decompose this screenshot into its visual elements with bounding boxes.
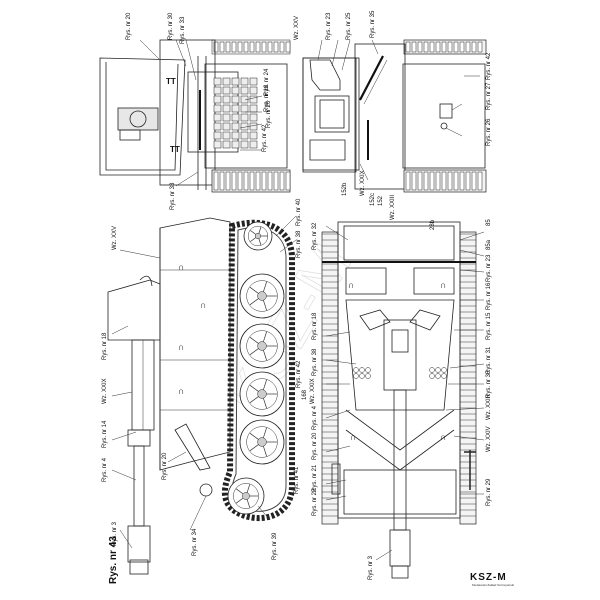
ammunition-racks: [353, 367, 447, 379]
road-wheels: [227, 221, 285, 515]
plan-label-19: Rys. nr 31: [486, 346, 492, 374]
sheet-title: Rys. nr 43: [108, 536, 119, 584]
plan-label-11: Rys. nr 22: [312, 488, 318, 516]
front-label-11: 152: [378, 195, 384, 206]
rear-label-7: Rys. nr 42: [262, 124, 268, 152]
svg-text:∩: ∩: [440, 432, 447, 442]
rear-label-2: Rys. nr 30: [168, 12, 174, 40]
side-view-labels: Wz. XXV Rys. nr 18 Wz. XXIX Rys. nr 14 R…: [102, 198, 302, 560]
side-view-drawing: ∩ ∩ ∩ ∩: [107, 215, 297, 575]
plan-label-12: Rys. nr 3: [368, 555, 374, 580]
side-label-11: Rys. nr 38: [296, 230, 302, 258]
track-links: [405, 171, 483, 191]
front-label-4: Rys. nr 35: [370, 10, 376, 38]
track-links: [405, 41, 483, 53]
front-view-drawing: [302, 39, 487, 193]
rear-label-6: Rys. nr 20: [266, 100, 272, 128]
plan-label-4: Rys. nr 38: [312, 348, 318, 376]
brand-logo: KSZ-M Modelarski Zakład Szczepański: [470, 572, 514, 587]
plan-label-1: Rys. nr 32: [312, 222, 318, 250]
front-label-8: Wz. XXIX: [360, 170, 366, 196]
plan-label-13: 85: [486, 219, 492, 226]
rear-label-5: Rys. nr 18: [264, 84, 270, 112]
front-label-12: Wz. XXIII: [390, 195, 396, 220]
rear-label-1: Rys. nr 20: [126, 12, 132, 40]
plan-label-10: Rys. nr 21: [312, 464, 318, 492]
front-label-6: Rys. nr 27: [486, 82, 492, 110]
plan-track-links: [322, 233, 476, 517]
front-label-1: Wz. XXV: [294, 16, 300, 40]
plan-label-18: Rys. nr 15: [486, 312, 492, 340]
side-label-10: Rys. nr 40: [296, 198, 302, 226]
front-label-5: Rys. nr 42: [486, 52, 492, 80]
rear-view-drawing: TT TT: [99, 39, 291, 193]
side-label-4: Rys. nr 14: [102, 420, 108, 448]
side-label-1: Wz. XXV: [112, 226, 118, 250]
transmission-block: [213, 77, 258, 149]
front-label-3: Rys. nr 25: [346, 12, 352, 40]
plan-label-20: Rys. nr 30: [486, 370, 492, 398]
side-label-7: Rys. nr 3: [112, 521, 118, 546]
svg-text:TT: TT: [166, 77, 176, 86]
brand-name: KSZ-M: [470, 572, 507, 583]
rear-label-3: Rys. nr 33: [180, 16, 186, 44]
track-links: [213, 171, 291, 191]
front-label-10: 152c: [370, 193, 376, 206]
rear-label-8: Rys. nr 33: [170, 182, 176, 210]
plan-label-8: Rys. nr 20: [312, 432, 318, 460]
plan-label-22: Wz. XXIV: [486, 426, 492, 452]
plan-label-9: Rys. nr 41: [294, 466, 300, 494]
plan-label-15: 28b: [430, 219, 436, 230]
plan-label-3: Rys. nr 42: [296, 360, 302, 388]
front-label-7: Rys. nr 26: [486, 118, 492, 146]
plan-label-17: Rys. nr 16: [486, 282, 492, 310]
plan-label-16: Rys. nr 23: [486, 254, 492, 282]
side-label-8: Rys. nr 34: [192, 528, 198, 556]
rear-view-labels: Rys. nr 20 Rys. nr 30 Rys. nr 33 Rys. nr…: [126, 12, 272, 210]
side-label-3: Wz. XXIX: [102, 378, 108, 404]
svg-text:∩: ∩: [178, 342, 185, 352]
plan-view-drawing: ∩ ∩ ∩ ∩: [321, 221, 485, 579]
plan-label-7: Rys. nr 4: [312, 405, 318, 430]
side-label-2: Rys. nr 18: [102, 332, 108, 360]
front-view-labels: Wz. XXV Rys. nr 23 Rys. nr 25 Rys. nr 35…: [294, 10, 492, 220]
front-label-2: Rys. nr 23: [326, 12, 332, 40]
track-links: [213, 41, 291, 53]
svg-text:∩: ∩: [440, 280, 447, 290]
plan-view-labels: Rys. nr 32 Rys. nr 18 Rys. nr 42 Rys. nr…: [294, 219, 492, 580]
plan-label-6: Wz. XXIX: [310, 378, 316, 404]
plan-label-21: Wz. XXIII: [486, 395, 492, 420]
svg-text:∩: ∩: [178, 386, 185, 396]
side-label-6: Rys. nr 20: [162, 452, 168, 480]
plan-label-14: 85a: [486, 239, 492, 250]
plan-label-2: Rys. nr 18: [312, 312, 318, 340]
plan-label-5: 168: [302, 389, 308, 400]
side-label-9: Rys. nr 39: [272, 532, 278, 560]
plan-label-23: Rys. nr 29: [486, 478, 492, 506]
svg-text:∩: ∩: [200, 300, 207, 310]
svg-text:∩: ∩: [178, 262, 185, 272]
svg-text:∩: ∩: [350, 432, 357, 442]
brand-tagline: Modelarski Zakład Szczepański: [472, 583, 514, 587]
side-label-5: Rys. nr 4: [102, 457, 108, 482]
front-label-9: 152b: [342, 182, 348, 196]
rear-label-4: Rys. nr 24: [264, 68, 270, 96]
svg-text:∩: ∩: [348, 280, 355, 290]
svg-text:TT: TT: [170, 145, 180, 154]
